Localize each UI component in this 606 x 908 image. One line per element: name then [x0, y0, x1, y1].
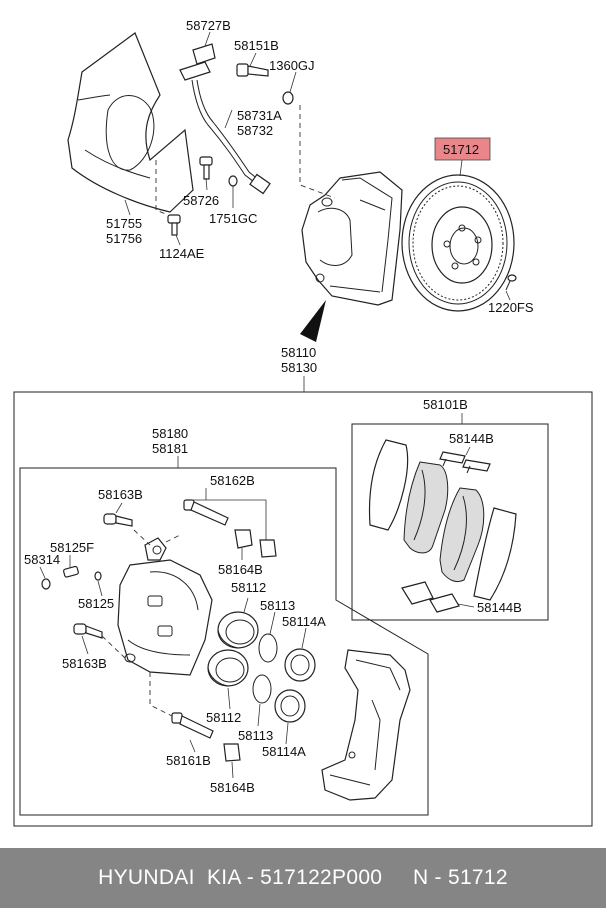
label-58113-top: 58113 [260, 598, 295, 613]
label-58161B: 58161B [166, 753, 211, 768]
label-1360GJ: 1360GJ [269, 58, 315, 73]
guide-pin-bottom [171, 712, 214, 739]
caliper-bracket [321, 649, 411, 801]
screw-1220FS [505, 274, 517, 291]
brake-disc [401, 174, 515, 312]
boot-58164B-top [234, 529, 277, 558]
label-58151B: 58151B [234, 38, 279, 53]
callout-labels: 58727B 58151B 1360GJ 58731A 58732 58726 … [24, 18, 534, 795]
parts-diagram: 58727B 58151B 1360GJ 58731A 58732 58726 … [13, 18, 593, 827]
caliper-assembly [301, 171, 403, 306]
label-58181: 58181 [152, 441, 188, 456]
caliper-body [117, 537, 213, 676]
label-58164B-top: 58164B [218, 562, 263, 577]
washer-1360GJ [282, 91, 294, 105]
bolt-1124AE [167, 214, 181, 236]
piston-top [217, 611, 259, 649]
dust-shield [67, 32, 194, 213]
label-58726: 58726 [183, 193, 219, 208]
brake-hose [179, 43, 271, 195]
label-58731A: 58731A [237, 108, 282, 123]
label-51712: 51712 [443, 142, 479, 157]
piston-bottom [207, 649, 249, 687]
label-1124AE: 1124AE [159, 246, 205, 261]
label-58144B-top: 58144B [449, 431, 494, 446]
bolt-58163B-bottom [73, 623, 103, 639]
boot-58114A-top [284, 648, 316, 682]
label-51755: 51755 [106, 216, 142, 231]
label-58164B-bottom: 58164B [210, 780, 255, 795]
caliper-arrow [300, 300, 326, 342]
seal-top [258, 633, 278, 663]
bolt-58726 [199, 156, 213, 180]
label-58180: 58180 [152, 426, 188, 441]
label-58114A-top: 58114A [282, 614, 326, 629]
bolt-58151B [236, 63, 269, 77]
leader-lines-top [124, 31, 511, 392]
pad-frame [351, 423, 549, 621]
pad-clips-bottom [401, 581, 460, 613]
highlight-box [434, 137, 491, 161]
brake-pads [368, 439, 517, 601]
label-58110: 58110 [281, 345, 316, 360]
label-58114A-bottom: 58114A [262, 744, 306, 759]
guide-pin-top [183, 499, 229, 526]
pad-clips-top [439, 451, 491, 474]
label-58727B: 58727B [186, 18, 231, 33]
seal-bottom [252, 674, 272, 704]
label-58112-bottom: 58112 [206, 710, 241, 725]
bolt-58163B-top [103, 513, 133, 527]
leader-lines-caliper [39, 488, 307, 779]
clip-1751GC [228, 175, 238, 187]
label-58101B: 58101B [423, 397, 468, 412]
footer-part-number: HYUNDAI KIA - 517122P000 N - 51712 [0, 848, 606, 908]
boot-58114A-bottom [274, 689, 306, 723]
label-58125: 58125 [78, 596, 114, 611]
label-58163B-bottom: 58163B [62, 656, 107, 671]
boot-58164B-bottom [223, 743, 241, 762]
label-1751GC: 1751GC [209, 211, 257, 226]
outer-frame [13, 391, 593, 827]
label-58314: 58314 [24, 552, 60, 567]
label-1220FS: 1220FS [488, 300, 534, 315]
label-58162B: 58162B [210, 473, 255, 488]
label-58144B-bottom: 58144B [477, 600, 522, 615]
label-58112-top: 58112 [231, 580, 266, 595]
label-58163B-top: 58163B [98, 487, 143, 502]
label-58113-bottom: 58113 [238, 728, 273, 743]
label-58130: 58130 [281, 360, 317, 375]
label-58125F: 58125F [50, 540, 94, 555]
caliper-frame [19, 467, 429, 816]
label-51756: 51756 [106, 231, 142, 246]
label-58732: 58732 [237, 123, 273, 138]
bleeder-screw [41, 565, 102, 590]
